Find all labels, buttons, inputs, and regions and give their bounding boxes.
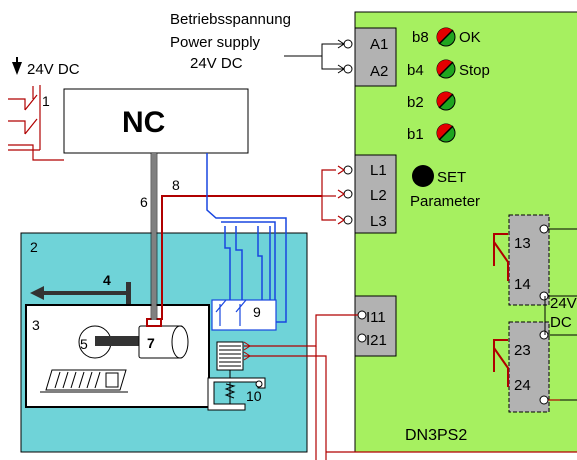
power-label-de: Betriebsspannung — [170, 11, 291, 28]
supply-wire-a2 — [321, 56, 344, 70]
motor-terminal-block — [354, 154, 397, 234]
motor-phase-wires — [321, 169, 336, 221]
terminal-23-label: 23 — [514, 342, 531, 359]
nc-controller — [63, 88, 249, 154]
relay2-contact — [493, 339, 509, 387]
terminal-24-label: 24 — [514, 377, 531, 394]
led-b8-label: OK — [459, 29, 481, 46]
terminal-14-label: 14 — [514, 276, 531, 293]
led-b1-id: b1 — [407, 126, 424, 143]
label-9: 9 — [253, 304, 261, 320]
connector-l2 — [343, 189, 353, 199]
brake-spring — [224, 383, 236, 399]
label-3: 3 — [32, 317, 40, 333]
set-label: SET — [437, 169, 466, 186]
supply-terminal-block — [354, 27, 397, 87]
led-red-half — [436, 91, 453, 108]
led-b1: b1 — [407, 123, 456, 143]
cable-6 — [150, 153, 158, 320]
connector-14 — [539, 291, 549, 301]
connector-a1 — [343, 39, 353, 49]
axis-stop — [126, 282, 131, 305]
motor-end — [171, 325, 189, 359]
connector-l3 — [343, 215, 353, 225]
down-arrow-icon — [12, 62, 22, 75]
left-supply-label: 24V DC — [27, 61, 80, 78]
label-1: 1 — [42, 93, 50, 109]
terminal-a1-label: A1 — [370, 36, 388, 53]
connector-13 — [539, 224, 549, 234]
label-6: 6 — [140, 194, 148, 210]
terminal-l2-label: L2 — [370, 187, 387, 204]
led-red-half — [436, 59, 453, 76]
terminal-13-label: 13 — [514, 235, 531, 252]
shaft — [95, 336, 139, 346]
label-8: 8 — [172, 177, 180, 193]
connector-a2 — [343, 64, 353, 74]
connector-i11 — [357, 310, 367, 320]
power-label-voltage: 24V DC — [190, 55, 243, 72]
cable-8 — [161, 195, 322, 320]
supply-wire-a1 — [284, 43, 344, 57]
set-button-icon[interactable] — [412, 165, 434, 187]
led-b4-label: Stop — [459, 62, 490, 79]
terminal-a2-label: A2 — [370, 63, 388, 80]
label-10: 10 — [246, 388, 262, 404]
terminal-i21-label: I21 — [366, 332, 387, 349]
led-red-half — [436, 27, 453, 44]
parameter-label: Parameter — [410, 193, 480, 210]
brake-coil — [216, 341, 244, 371]
terminal-l1-label: L1 — [370, 162, 387, 179]
led-b2-id: b2 — [407, 94, 424, 111]
device-name: DN3PS2 — [405, 427, 467, 444]
nc-supply-contacts — [8, 85, 64, 161]
relay1-contact — [493, 233, 509, 281]
power-label-en: Power supply — [170, 34, 261, 51]
label-4: 4 — [103, 272, 111, 288]
right-supply-wire — [544, 295, 577, 336]
nc-label: NC — [122, 106, 165, 139]
label-7: 7 — [147, 335, 155, 351]
connector-23 — [539, 330, 549, 340]
label-2: 2 — [30, 239, 38, 255]
led-b4: b4 Stop — [407, 59, 490, 79]
right-supply-24v-label: 24V — [550, 295, 577, 312]
led-red-half — [436, 123, 453, 140]
motor-connector — [146, 318, 162, 327]
led-b2: b2 — [407, 91, 456, 111]
connector-i21 — [357, 333, 367, 343]
brake-wires — [244, 314, 358, 460]
label-5: 5 — [80, 336, 88, 352]
led-b8-id: b8 — [412, 29, 429, 46]
limit-switch-block — [211, 299, 277, 331]
right-supply-dc-label: DC — [550, 314, 572, 331]
input-terminal-block — [354, 295, 397, 357]
terminal-l3-label: L3 — [370, 213, 387, 230]
led-b4-id: b4 — [407, 62, 424, 79]
connector-l1 — [343, 165, 353, 175]
terminal-i11-label: I11 — [366, 309, 386, 326]
led-b8: b8 OK — [412, 27, 481, 47]
connector-24 — [539, 395, 549, 405]
